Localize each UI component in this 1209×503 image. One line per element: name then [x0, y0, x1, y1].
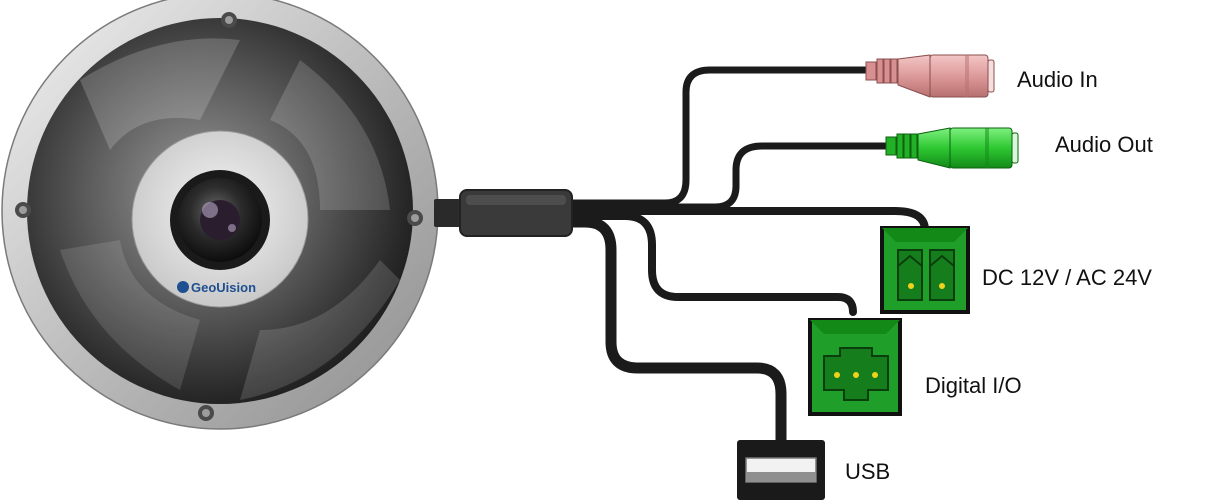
audio-in-cable [570, 70, 866, 203]
camera-logo: GeoUision [191, 280, 256, 295]
audio-in-label: Audio In [1017, 67, 1098, 93]
cable-strain-relief [434, 190, 572, 236]
usb-cable [570, 222, 781, 440]
screw-icon [198, 405, 214, 421]
digital-io-terminal-connector [810, 320, 900, 414]
audio-out-connector [886, 128, 1018, 168]
power-terminal-connector [882, 228, 968, 312]
audio-out-label: Audio Out [1055, 132, 1153, 158]
fisheye-camera: GeoUision [2, 0, 438, 429]
screw-icon [15, 202, 31, 218]
screw-icon [407, 210, 423, 226]
usb-connector [737, 440, 825, 500]
digital-io-label: Digital I/O [925, 373, 1022, 399]
audio-in-connector [866, 55, 994, 97]
audio-out-cable [570, 146, 886, 207]
lens-highlight [202, 202, 218, 218]
usb-label: USB [845, 459, 890, 485]
geovision-logo-mark [177, 281, 189, 293]
screw-icon [221, 12, 237, 28]
lens-highlight [228, 224, 236, 232]
power-label: DC 12V / AC 24V [982, 265, 1152, 291]
